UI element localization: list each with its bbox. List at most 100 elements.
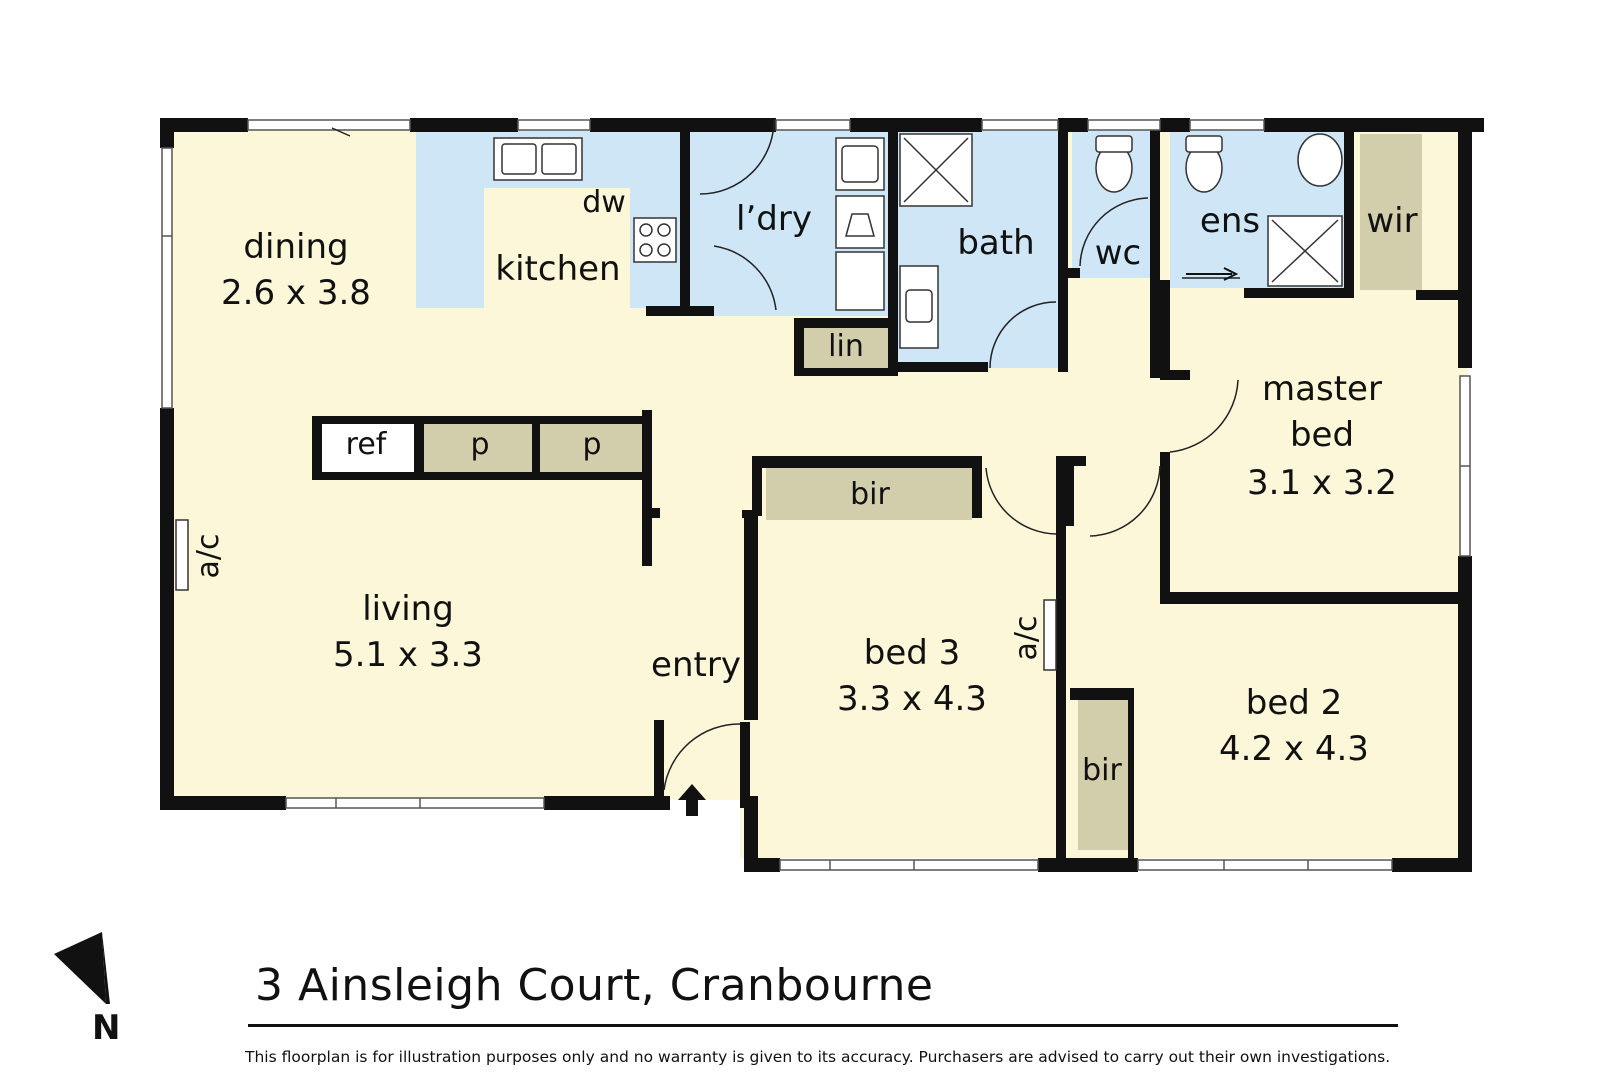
entry-label: entry bbox=[651, 645, 741, 685]
wall-bed3-stub bbox=[742, 510, 750, 518]
fixtures bbox=[175, 133, 1343, 671]
wall-laundry-right bbox=[888, 128, 898, 372]
ref-area bbox=[322, 422, 414, 474]
wall-bath-bottom bbox=[898, 362, 988, 372]
wall-right-2 bbox=[1458, 556, 1472, 872]
bed3-size: 3.3 x 4.3 bbox=[837, 679, 987, 719]
wall-top-6 bbox=[1160, 118, 1190, 132]
ac-living-icon bbox=[175, 519, 189, 591]
master-door-swing bbox=[1169, 379, 1239, 453]
wall-bir2-right bbox=[1128, 688, 1134, 858]
wall-bottom-2 bbox=[544, 796, 670, 810]
pantry-2-area bbox=[538, 422, 646, 474]
wall-wc-right bbox=[1150, 128, 1160, 378]
wall-laundry-bottom bbox=[690, 306, 714, 316]
room-labels: dining 2.6 x 3.8 kitchen dw l’dry bath w… bbox=[191, 185, 1418, 788]
laundry-inner-door bbox=[713, 245, 777, 311]
exterior-cutout-left-bottom bbox=[160, 800, 740, 870]
north-arrow-icon bbox=[54, 932, 110, 1004]
bir-bed3-label: bir bbox=[850, 477, 890, 512]
pantry-2-label: p bbox=[582, 427, 601, 462]
ac-bed-label: a/c bbox=[1009, 616, 1044, 661]
wall-bir2-top bbox=[1070, 688, 1130, 700]
master-size: 3.1 x 3.2 bbox=[1247, 463, 1397, 503]
lin-label: lin bbox=[828, 329, 864, 364]
wall-entry-stub bbox=[652, 508, 660, 518]
wall-master-bottom bbox=[1160, 592, 1460, 604]
window-wc-top bbox=[1087, 119, 1161, 131]
pantry-1-label: p bbox=[470, 427, 489, 462]
wall-top-1 bbox=[160, 118, 248, 132]
entry-door-swing bbox=[663, 723, 741, 791]
wall-entry-left bbox=[654, 720, 664, 806]
window-ens-top bbox=[1189, 119, 1265, 131]
wc-door-swing bbox=[1079, 197, 1149, 267]
wall-ens-right bbox=[1344, 128, 1354, 298]
wall-top-7 bbox=[1264, 118, 1484, 132]
doors bbox=[331, 119, 1240, 791]
disclaimer-text: This floorplan is for illustration purpo… bbox=[245, 1048, 1391, 1066]
wall-entry-right bbox=[740, 722, 750, 808]
wall-entry-step bbox=[744, 796, 758, 870]
wall-bed3-left-2 bbox=[744, 510, 758, 720]
laundry-door-swing bbox=[699, 119, 775, 195]
wall-bed2-left bbox=[1064, 466, 1074, 526]
cooktop-icon bbox=[633, 217, 677, 263]
window-laundry-top bbox=[775, 119, 851, 131]
bir-bed2-area bbox=[1078, 700, 1134, 850]
window-dining-top bbox=[247, 119, 411, 131]
bath-door-swing bbox=[989, 301, 1057, 369]
kitchen-floor bbox=[484, 188, 630, 308]
wall-bench-right bbox=[642, 410, 652, 566]
wall-master-stub bbox=[1160, 370, 1190, 380]
north-label: N bbox=[92, 1008, 121, 1048]
wall-bottom-4 bbox=[1038, 858, 1138, 872]
wall-bottom-5 bbox=[1392, 858, 1472, 872]
bath-label: bath bbox=[957, 223, 1034, 263]
ac-living-label: a/c bbox=[191, 534, 226, 579]
laundry-floor-gap bbox=[700, 248, 810, 316]
window-bath-top bbox=[981, 119, 1059, 131]
kitchen-label: kitchen bbox=[495, 249, 620, 289]
wall-bir3-right bbox=[972, 456, 982, 518]
wall-bath-right bbox=[1058, 128, 1068, 372]
floor-areas bbox=[160, 120, 1490, 870]
property-title: 3 Ainsleigh Court, Cranbourne bbox=[255, 960, 934, 1011]
bir-bed2-label: bir bbox=[1082, 753, 1122, 788]
bed3-label: bed 3 bbox=[864, 633, 961, 673]
pantry-1-area bbox=[424, 422, 532, 474]
walls bbox=[160, 118, 1484, 872]
wall-bed3-left bbox=[752, 456, 762, 516]
entry-arrow-icon bbox=[678, 784, 706, 816]
ac-bed-icon bbox=[1043, 599, 1057, 671]
wall-kitchen-stub bbox=[646, 306, 690, 316]
wall-bench-top bbox=[312, 416, 650, 424]
wir-area bbox=[1360, 134, 1422, 290]
ens-label: ens bbox=[1200, 201, 1260, 241]
bed3-door-swing bbox=[985, 467, 1057, 535]
wall-bed3-right bbox=[1056, 456, 1066, 868]
wall-ens-bottom bbox=[1244, 288, 1354, 298]
ens-slide-arrow-icon bbox=[1186, 267, 1239, 281]
master-label-line1: master bbox=[1262, 369, 1382, 409]
window-living-bottom bbox=[285, 797, 545, 809]
wall-bench-left bbox=[312, 416, 322, 480]
master-label-line2: bed bbox=[1290, 415, 1354, 455]
wc-label: wc bbox=[1095, 233, 1142, 273]
dw-label: dw bbox=[582, 185, 626, 220]
wall-top-4 bbox=[850, 118, 982, 132]
wall-wir-bottom bbox=[1416, 290, 1468, 300]
wall-master-left bbox=[1160, 280, 1170, 376]
wall-left-1 bbox=[160, 118, 174, 148]
living-label: living bbox=[362, 589, 454, 629]
lin-area bbox=[802, 326, 892, 372]
ref-label: ref bbox=[346, 427, 388, 462]
wall-bed3-top-right bbox=[1056, 456, 1086, 466]
window-kitchen-top bbox=[517, 119, 591, 131]
wall-top-2 bbox=[410, 118, 518, 132]
wall-bottom-3 bbox=[744, 858, 780, 872]
wall-master-left-2 bbox=[1160, 452, 1170, 600]
wall-wc-bottom bbox=[1068, 268, 1080, 278]
window-bed2-bottom bbox=[1137, 859, 1393, 871]
